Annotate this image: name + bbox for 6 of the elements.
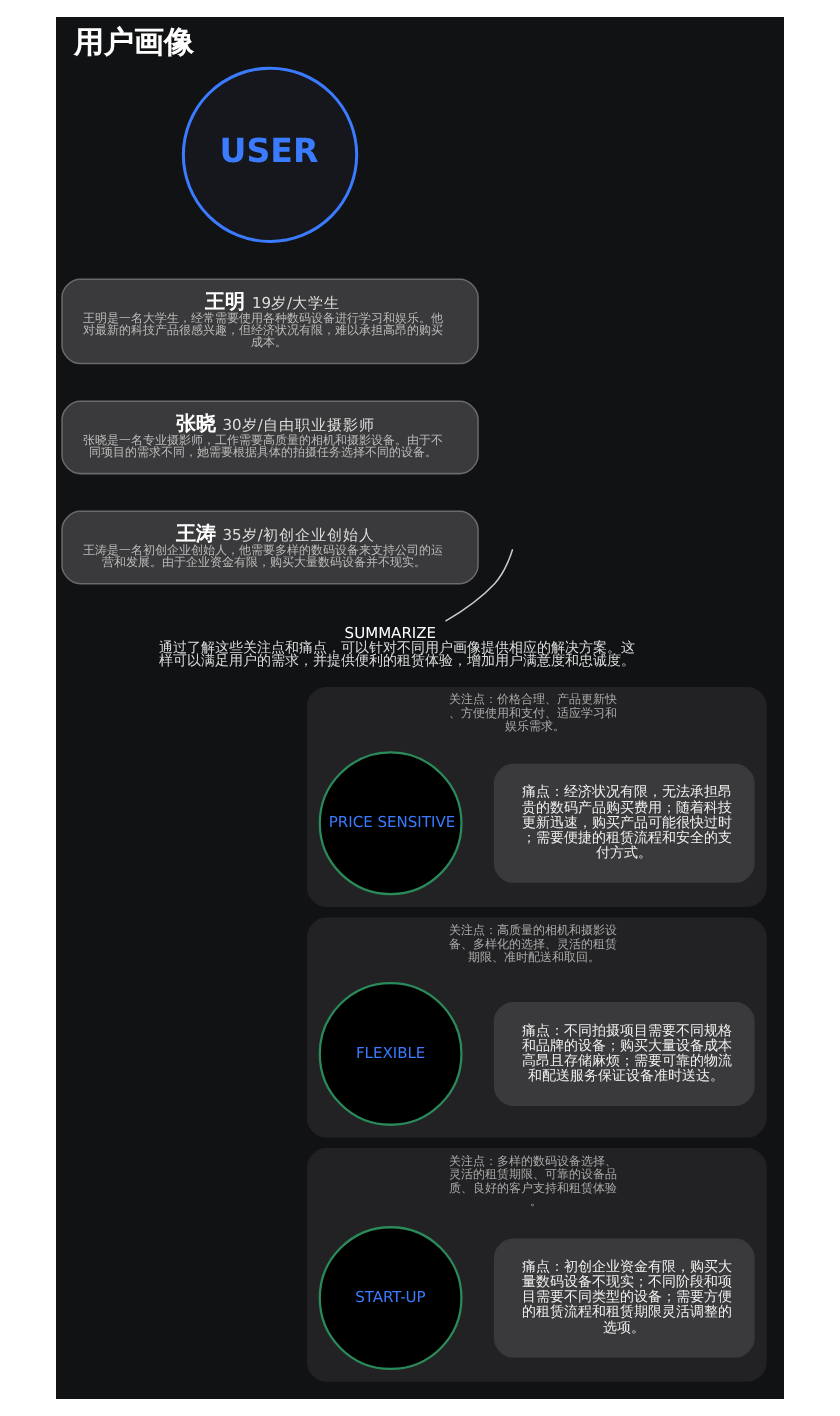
- connector: [444, 548, 514, 622]
- node-circle: PRICE SENSITIVE: [318, 751, 463, 896]
- node-circle: USER: [181, 66, 359, 243]
- node-circle: FLEXIBLE: [318, 981, 463, 1126]
- node-circle: START-UP: [318, 1226, 463, 1371]
- diagram-title: 用户画像: [74, 23, 195, 60]
